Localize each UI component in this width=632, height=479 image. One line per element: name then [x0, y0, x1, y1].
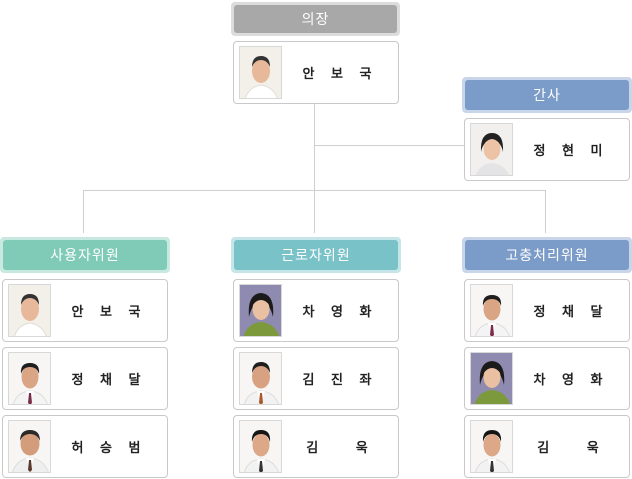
secretary-header: 간사 — [462, 77, 632, 113]
group-worker-card-1: 차 영 화 — [233, 279, 399, 342]
secretary-card: 정 현 미 — [464, 118, 630, 181]
connector-right-down — [545, 190, 546, 233]
member-name: 김 욱 — [306, 441, 374, 456]
chair-card: 안 보 국 — [233, 41, 399, 104]
group-grievance-card-2: 차 영 화 — [464, 347, 630, 410]
group-worker-header: 근로자위원 — [231, 237, 401, 273]
group-employer-card-2: 정 채 달 — [2, 347, 168, 410]
member-photo — [470, 284, 513, 337]
chair-photo — [239, 46, 282, 99]
group-grievance-header: 고충처리위원 — [462, 237, 632, 273]
secretary-title: 간사 — [533, 88, 561, 104]
member-photo — [239, 420, 282, 473]
member-photo — [8, 420, 51, 473]
member-name: 허 승 범 — [71, 441, 147, 456]
member-photo — [8, 284, 51, 337]
secretary-photo — [470, 123, 513, 176]
connector-chair-down — [314, 104, 315, 233]
group-grievance-title: 고충처리위원 — [505, 248, 589, 264]
member-name: 정 채 달 — [71, 373, 147, 388]
member-name: 정 채 달 — [533, 305, 609, 320]
member-photo — [470, 352, 513, 405]
chair-header: 의장 — [231, 2, 400, 36]
group-employer-card-1: 안 보 국 — [2, 279, 168, 342]
chair-name: 안 보 국 — [302, 67, 378, 82]
member-photo — [8, 352, 51, 405]
member-name: 차 영 화 — [533, 373, 609, 388]
group-worker-card-3: 김 욱 — [233, 415, 399, 478]
member-name: 김 진 좌 — [302, 373, 378, 388]
secretary-name: 정 현 미 — [533, 144, 609, 159]
group-worker-card-2: 김 진 좌 — [233, 347, 399, 410]
member-photo — [470, 420, 513, 473]
group-employer-title: 사용자위원 — [50, 248, 120, 264]
group-grievance-card-1: 정 채 달 — [464, 279, 630, 342]
group-employer-header: 사용자위원 — [0, 237, 170, 273]
member-photo — [239, 284, 282, 337]
member-photo — [239, 352, 282, 405]
chair-title: 의장 — [301, 12, 330, 28]
connector-left-down — [83, 190, 84, 233]
member-name: 김 욱 — [537, 441, 605, 456]
connector-horizontal — [83, 190, 545, 191]
group-worker-title: 근로자위원 — [281, 248, 351, 264]
group-employer-card-3: 허 승 범 — [2, 415, 168, 478]
member-name: 차 영 화 — [302, 305, 378, 320]
member-name: 안 보 국 — [71, 305, 147, 320]
group-grievance-card-3: 김 욱 — [464, 415, 630, 478]
connector-to-secretary — [314, 145, 465, 146]
